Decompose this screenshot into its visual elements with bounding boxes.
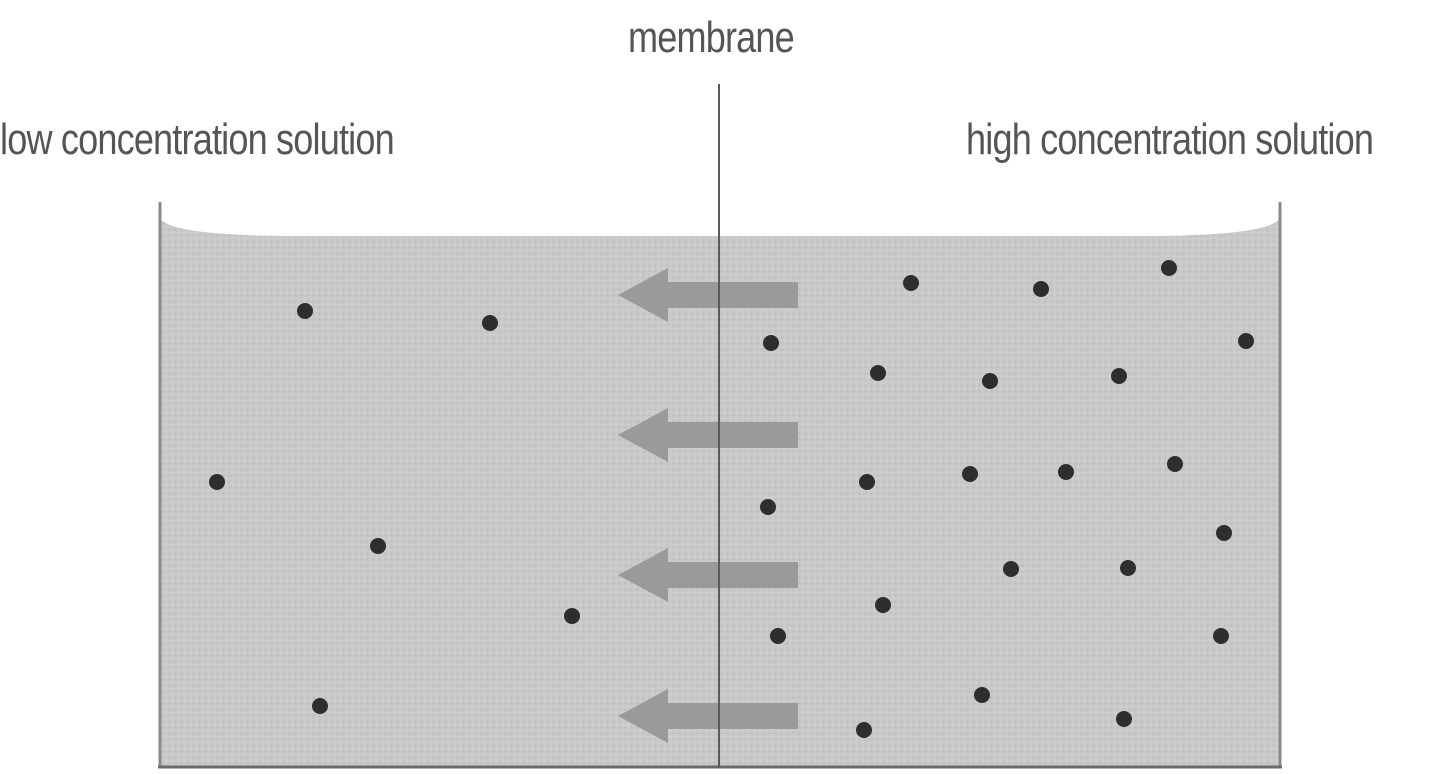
solute-particle	[312, 698, 328, 714]
solute-particle	[1167, 456, 1183, 472]
solute-particle	[859, 474, 875, 490]
arrow-left-icon	[618, 548, 798, 602]
arrow-left-icon	[618, 408, 798, 462]
solute-particle	[297, 303, 313, 319]
low-concentration-label: low concentration solution	[0, 115, 395, 164]
solute-particle	[1216, 525, 1232, 541]
high-concentration-label: high concentration solution	[966, 115, 1374, 164]
high-concentration-particles	[760, 260, 1254, 738]
solute-particle	[564, 608, 580, 624]
solute-particle	[856, 722, 872, 738]
arrow-left-icon	[618, 268, 798, 322]
solute-particle	[1003, 561, 1019, 577]
solute-particle	[1111, 368, 1127, 384]
arrow-group	[618, 268, 798, 743]
low-concentration-particles	[209, 303, 580, 714]
solute-particle	[974, 687, 990, 703]
arrow-left-icon	[618, 689, 798, 743]
solute-particle	[1058, 464, 1074, 480]
solute-particle	[870, 365, 886, 381]
solute-particle	[482, 315, 498, 331]
solute-particle	[1116, 711, 1132, 727]
solute-particle	[209, 474, 225, 490]
solute-particle	[875, 597, 891, 613]
solute-particle	[770, 628, 786, 644]
solute-particle	[1033, 281, 1049, 297]
solute-particle	[903, 275, 919, 291]
membrane-label: membrane	[628, 13, 795, 62]
solute-particle	[763, 335, 779, 351]
solute-particle	[1238, 333, 1254, 349]
solute-particle	[1213, 628, 1229, 644]
solute-particle	[1161, 260, 1177, 276]
solute-particle	[370, 538, 386, 554]
solute-particle	[760, 499, 776, 515]
solute-particle	[962, 466, 978, 482]
solute-particle	[1120, 560, 1136, 576]
solute-particle	[982, 373, 998, 389]
